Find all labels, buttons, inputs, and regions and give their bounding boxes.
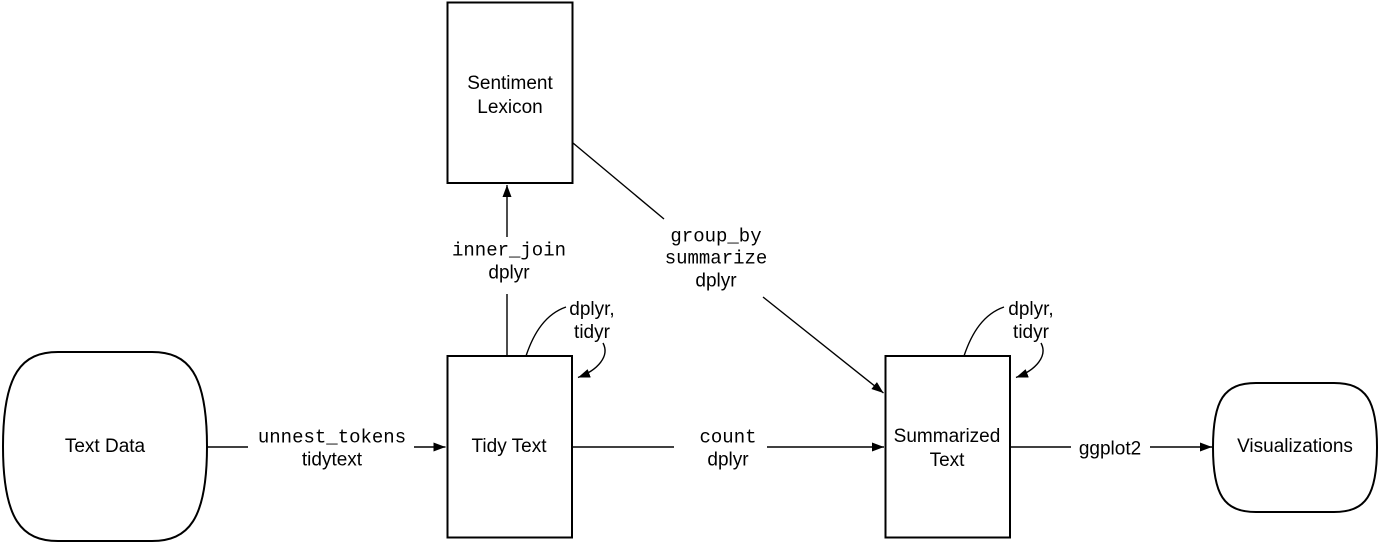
edge-function-count: count <box>699 426 757 449</box>
edge-label-count: count dplyr <box>658 427 798 472</box>
edge-package-dplyr-group-summarize: dplyr <box>695 270 737 292</box>
edge-function-group-by: group_by <box>670 225 762 248</box>
edge-label-ggplot2: ggplot2 <box>1078 438 1142 460</box>
edge-group-summarize-line-upper <box>572 142 665 220</box>
edge-label-group-summarize: group_by summarize dplyr <box>626 226 806 293</box>
node-label-visualizations: Visualizations <box>1237 436 1353 457</box>
edge-label-unnest-tokens: unnest_tokens tidytext <box>232 427 432 472</box>
node-label-summarized-text: Summarized Text <box>893 426 1001 471</box>
edge-package-tidytext: tidytext <box>301 449 363 471</box>
loop-label-summarized-text: dplyr, tidyr <box>991 298 1071 344</box>
loop-label-summarized-text-line2: tidyr <box>1013 322 1049 343</box>
edge-group-summarize-line-lower <box>762 296 884 394</box>
tidy-text-loop-curve-out <box>525 306 567 357</box>
loop-label-summarized-text-line1: dplyr, <box>1008 299 1054 320</box>
summarized-text-loop-curve-out <box>963 306 1005 357</box>
node-label-sentiment-lexicon: Sentiment Lexicon <box>467 73 553 118</box>
text-data-shape <box>1 351 209 542</box>
edge-function-summarize: summarize <box>664 247 768 270</box>
loop-label-tidy-text: dplyr, tidyr <box>552 298 632 344</box>
edge-package-dplyr-inner-join: dplyr <box>488 262 530 284</box>
edge-function-unnest-tokens: unnest_tokens <box>257 426 407 449</box>
visualizations-shape <box>1211 382 1379 513</box>
loop-label-tidy-text-line1: dplyr, <box>569 299 615 320</box>
node-label-tidy-text: Tidy Text <box>471 436 547 457</box>
summarized-text-loop-curve-in <box>1015 342 1044 379</box>
sentiment-lexicon-shape <box>446 1 574 184</box>
edge-package-dplyr-count: dplyr <box>707 449 749 471</box>
loop-label-tidy-text-line2: tidyr <box>574 322 610 343</box>
edge-function-inner-join: inner_join <box>451 239 567 262</box>
tidy-text-loop-curve-in <box>577 342 606 379</box>
node-label-text-data: Text Data <box>64 436 146 457</box>
edge-label-inner-join: inner_join dplyr <box>419 240 599 285</box>
